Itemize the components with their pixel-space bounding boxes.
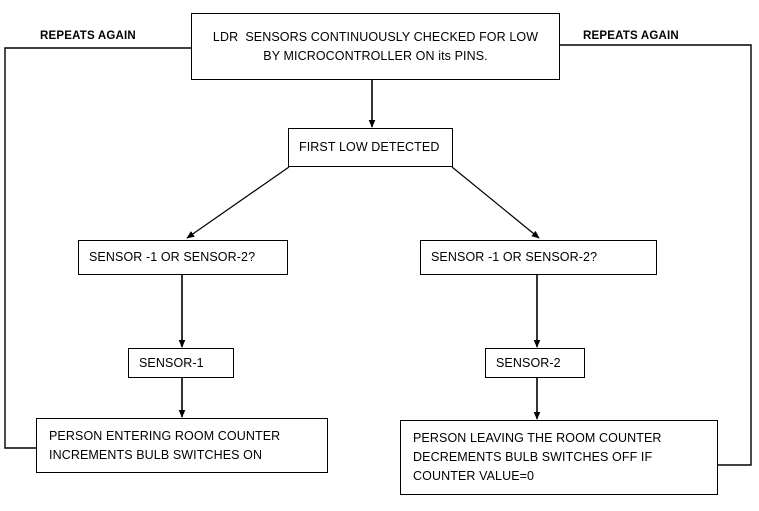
person-entering-room-box[interactable]: PERSON ENTERING ROOM COUNTER INCREMENTS … bbox=[36, 418, 328, 473]
ldr-sensors-check-box[interactable]: LDR SENSORS CONTINUOUSLY CHECKED FOR LOW… bbox=[191, 13, 560, 80]
repeats-again-label-right: REPEATS AGAIN bbox=[583, 30, 679, 42]
person-leaving-room-box[interactable]: PERSON LEAVING THE ROOM COUNTER DECREMEN… bbox=[400, 420, 718, 495]
sensor-query-left-label: SENSOR -1 OR SENSOR-2? bbox=[89, 250, 256, 264]
sensor-1-box[interactable]: SENSOR-1 bbox=[128, 348, 234, 378]
person-entering-room-line-2: INCREMENTS BULB SWITCHES ON bbox=[49, 447, 263, 462]
sensor-2-label: SENSOR-2 bbox=[496, 355, 561, 370]
first-low-detected-label: FIRST LOW DETECTED bbox=[299, 140, 440, 154]
sensor-query-left-box[interactable]: SENSOR -1 OR SENSOR-2? bbox=[78, 240, 288, 275]
sensor-query-right-label: SENSOR -1 OR SENSOR-2? bbox=[431, 250, 598, 264]
edge-first-low-to-query-right bbox=[451, 166, 540, 239]
sensor-2-box[interactable]: SENSOR-2 bbox=[485, 348, 585, 378]
first-low-detected-box[interactable]: FIRST LOW DETECTED bbox=[288, 128, 453, 167]
person-entering-room-line-1: PERSON ENTERING ROOM COUNTER bbox=[49, 428, 281, 443]
person-leaving-room-line-1: PERSON LEAVING THE ROOM COUNTER bbox=[413, 431, 662, 445]
sensor-query-right-box[interactable]: SENSOR -1 OR SENSOR-2? bbox=[420, 240, 657, 275]
sensor-1-label: SENSOR-1 bbox=[139, 355, 204, 370]
edge-first-low-to-query-left bbox=[186, 166, 290, 239]
repeats-again-label-left: REPEATS AGAIN bbox=[40, 30, 136, 42]
ldr-sensors-check-line-2: BY MICROCONTROLLER ON its PINS. bbox=[263, 48, 488, 63]
ldr-sensors-check-line-1: LDR SENSORS CONTINUOUSLY CHECKED FOR LOW bbox=[212, 29, 539, 44]
person-leaving-room-line-2: DECREMENTS BULB SWITCHES OFF IF bbox=[413, 450, 653, 464]
person-leaving-room-line-3: COUNTER VALUE=0 bbox=[413, 469, 535, 483]
